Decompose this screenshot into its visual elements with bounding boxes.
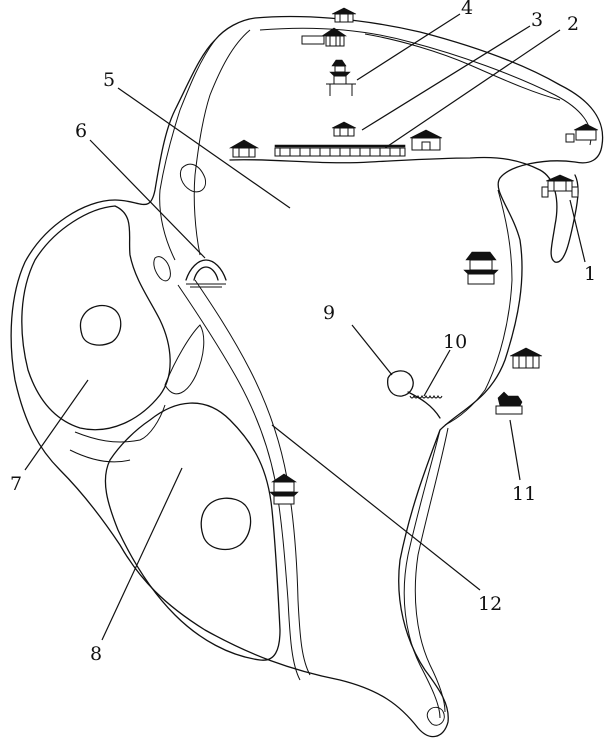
main-causeway-east	[194, 279, 311, 676]
south-lake-left-edges	[74, 404, 166, 443]
leader-10	[423, 349, 451, 397]
west-causeway-upper	[159, 39, 216, 261]
island-9	[387, 370, 414, 397]
label-10: 10	[443, 331, 467, 353]
hall-icon	[509, 347, 543, 369]
south-lake-left-edges-2	[69, 449, 131, 463]
leader-4	[356, 13, 461, 81]
label-1: 1	[584, 263, 596, 285]
east-shore-line	[403, 429, 441, 719]
leader-9	[351, 324, 393, 376]
leader-11	[509, 419, 521, 481]
pavilion-icon	[269, 473, 299, 505]
label-11: 11	[512, 483, 536, 505]
pavilion-icon	[228, 139, 260, 158]
west-lake-boundary	[21, 205, 171, 431]
south-lake-upper	[164, 324, 205, 395]
seventeen-arch-bridge-arches	[409, 394, 443, 399]
east-shore-upper	[444, 189, 513, 426]
leader-5	[117, 87, 291, 209]
leader-6	[89, 139, 206, 259]
label-4: 4	[461, 0, 473, 19]
label-5: 5	[103, 69, 115, 91]
south-tip	[426, 706, 445, 726]
west-causeway-island	[179, 163, 207, 193]
gate-icon	[301, 27, 347, 47]
pavilion-icon	[463, 251, 499, 285]
north-shore-inner	[259, 27, 592, 146]
leader-1	[569, 199, 586, 263]
label-12: 12	[478, 593, 502, 615]
leader-8	[101, 467, 183, 641]
long-corridor-icon	[274, 144, 406, 157]
outer-shoreline	[10, 15, 604, 738]
hall-icon	[409, 129, 443, 151]
leader-3	[361, 25, 531, 131]
label-7: 7	[10, 473, 22, 495]
east-shore-line-2	[414, 427, 449, 713]
leader-12	[271, 424, 481, 591]
hall-icon	[565, 123, 599, 143]
pagoda-icon	[326, 59, 356, 96]
leader-2	[384, 29, 561, 149]
label-9: 9	[323, 302, 335, 324]
pavilion-icon	[331, 121, 357, 137]
west-lake-island	[79, 304, 122, 346]
hall-icon	[541, 174, 579, 198]
lakeshore-corridor-edge	[229, 156, 579, 263]
south-lake-boundary	[104, 402, 281, 661]
label-2: 2	[567, 13, 579, 35]
label-8: 8	[90, 643, 102, 665]
bronze-ox-icon	[495, 391, 523, 415]
west-causeway-island-2	[153, 256, 171, 282]
hall-icon	[331, 7, 357, 23]
bridge-icon	[185, 259, 227, 288]
south-lake-island	[200, 497, 252, 551]
north-shore-inner-2	[364, 33, 561, 101]
label-6: 6	[75, 120, 87, 142]
seventeen-arch-bridge	[407, 391, 441, 419]
west-causeway-upper-2	[193, 29, 251, 256]
leader-7	[24, 379, 89, 471]
label-3: 3	[531, 9, 543, 31]
